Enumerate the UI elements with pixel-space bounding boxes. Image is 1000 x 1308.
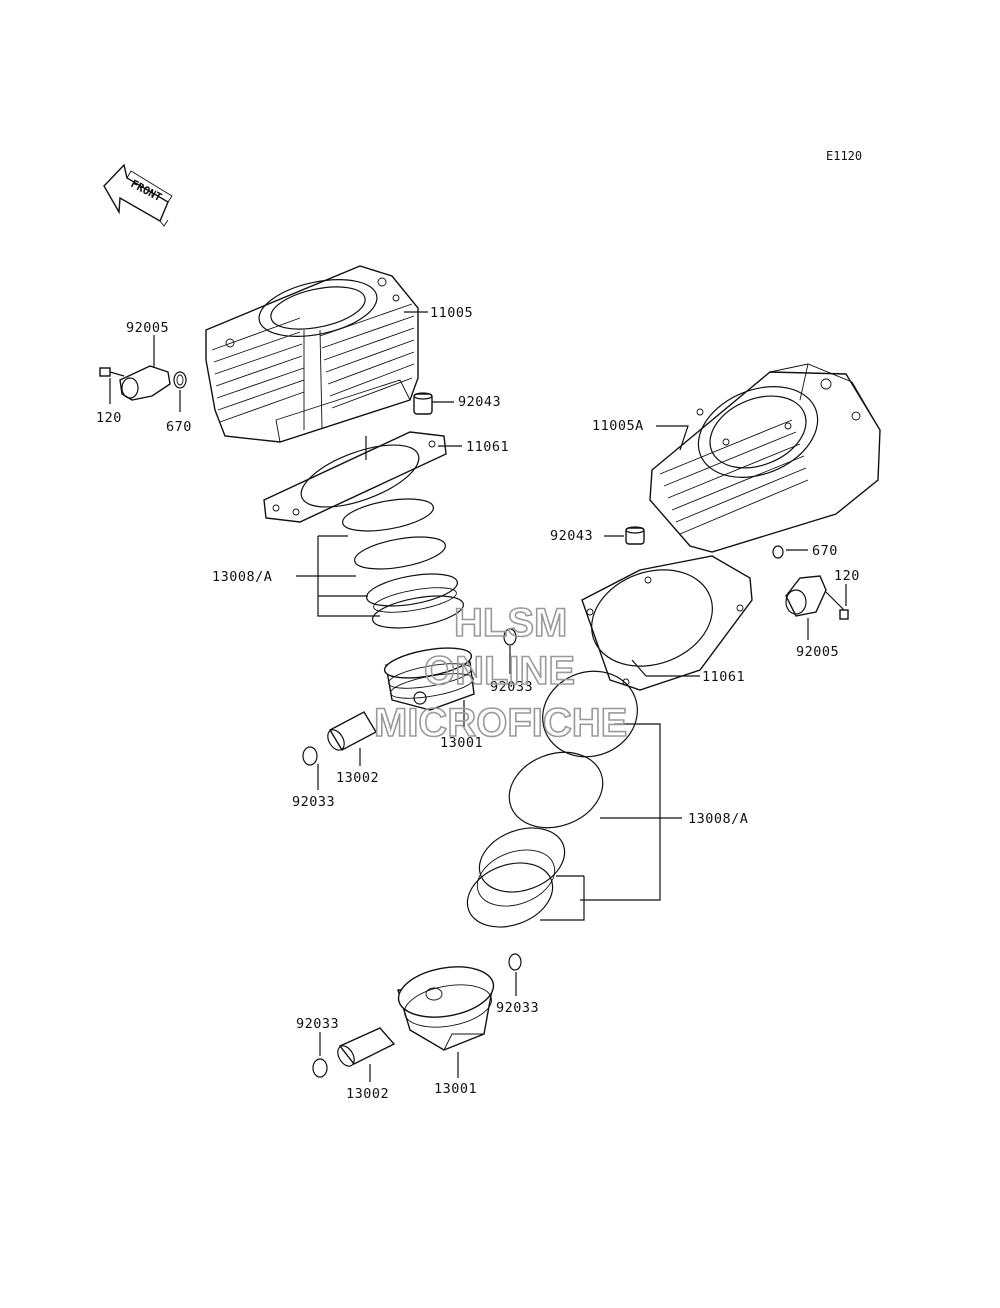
- label-11005A: 11005A: [592, 418, 644, 434]
- label-92033-left: 92033: [292, 794, 335, 810]
- o-ring-670-right: [772, 545, 784, 559]
- label-670-left: 670: [166, 419, 192, 435]
- label-92043-upper: 92043: [458, 394, 501, 410]
- label-13002-upper: 13002: [336, 770, 379, 786]
- watermark: HLSM ONLINE MICROFICHE: [373, 600, 628, 746]
- label-670-right: 670: [812, 543, 838, 559]
- label-92033-bottom: 92033: [296, 1016, 339, 1032]
- watermark-line-2: ONLINE: [424, 649, 575, 693]
- circlip-92033-bottom: [312, 1058, 328, 1078]
- label-92005-right: 92005: [796, 644, 839, 660]
- piston-13001-upper: [383, 647, 475, 711]
- label-120-right: 120: [834, 568, 860, 584]
- label-11061-lower: 11061: [702, 669, 745, 685]
- circlip-92033-upper: [503, 628, 517, 646]
- label-92043-lower: 92043: [550, 528, 593, 544]
- label-13002-bottom: 13002: [346, 1086, 389, 1102]
- label-11061-upper: 11061: [466, 439, 509, 455]
- piston-rings-13008A-lower: [466, 670, 638, 928]
- cylinder-rear-11005: [205, 265, 419, 443]
- piston-pin-13002-upper: [327, 711, 377, 751]
- label-92033-right: 92033: [496, 1000, 539, 1016]
- front-arrow-icon: FRONT: [103, 163, 173, 227]
- label-92033-upper: 92033: [490, 679, 533, 695]
- gasket-11061-lower: [581, 555, 753, 691]
- label-11005: 11005: [430, 305, 473, 321]
- piston-rings-13008A-upper: [342, 498, 464, 629]
- o-ring-670-left: [173, 371, 187, 389]
- diagram-code: E1120: [826, 149, 862, 163]
- circlip-92033-left: [302, 746, 318, 766]
- leader-lines: [109, 311, 847, 1082]
- cylinder-front-11005A: [649, 363, 881, 553]
- watermark-line-1: HLSM: [454, 601, 567, 645]
- water-fitting-92005-right: [785, 575, 827, 617]
- label-13001-bottom: 13001: [434, 1081, 477, 1097]
- label-13008A-lower: 13008/A: [688, 811, 748, 827]
- label-120-left: 120: [96, 410, 122, 426]
- piston-pin-13002-lower: [337, 1027, 396, 1067]
- water-fitting-92005-left: [119, 365, 171, 401]
- piston-13001-lower: [397, 966, 495, 1051]
- gasket-11061-upper: [263, 431, 447, 523]
- dowel-92043-upper: [413, 392, 433, 415]
- label-13001-upper: 13001: [440, 735, 483, 751]
- dowel-92043-lower: [625, 526, 645, 545]
- bolt-120-right: [825, 591, 849, 620]
- watermark-line-3: MICROFICHE: [374, 701, 627, 745]
- label-92005-left: 92005: [126, 320, 169, 336]
- circlip-92033-right: [508, 953, 522, 971]
- bolt-120-left: [99, 367, 125, 377]
- label-13008A-upper: 13008/A: [212, 569, 272, 585]
